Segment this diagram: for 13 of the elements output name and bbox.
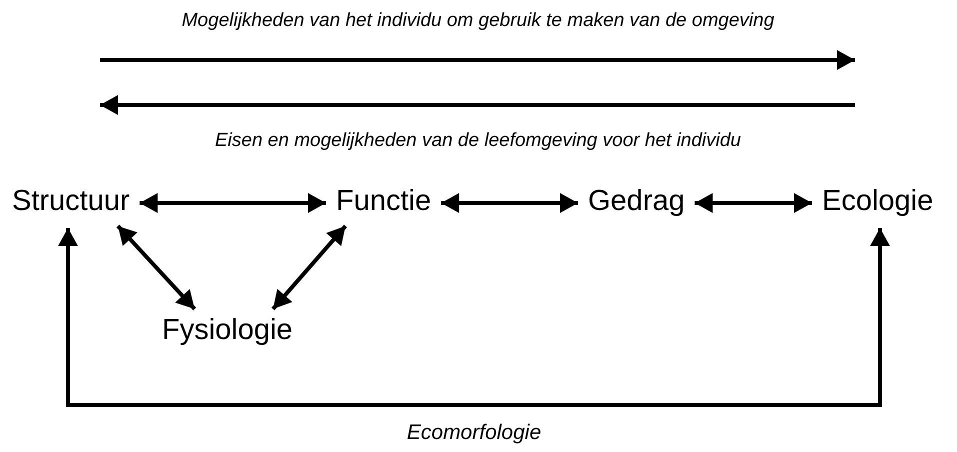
term-label: Ecologie (822, 184, 934, 218)
arrow (694, 193, 812, 213)
term-label: Functie (336, 184, 432, 218)
arrow (441, 193, 578, 213)
term-label: Structuur (12, 184, 130, 218)
term-label: Fysiologie (162, 313, 293, 347)
arrow (116, 224, 196, 310)
term-label: Gedrag (588, 184, 685, 218)
annotation-text: Mogelijkheden van het individu om gebruik te maken van de omgeving (182, 10, 774, 32)
annotation-text: Eisen en mogelijkheden van de leefomgeving voor het individu (215, 130, 741, 152)
arrow (58, 228, 890, 407)
arrow (271, 224, 348, 310)
arrow (140, 193, 326, 213)
